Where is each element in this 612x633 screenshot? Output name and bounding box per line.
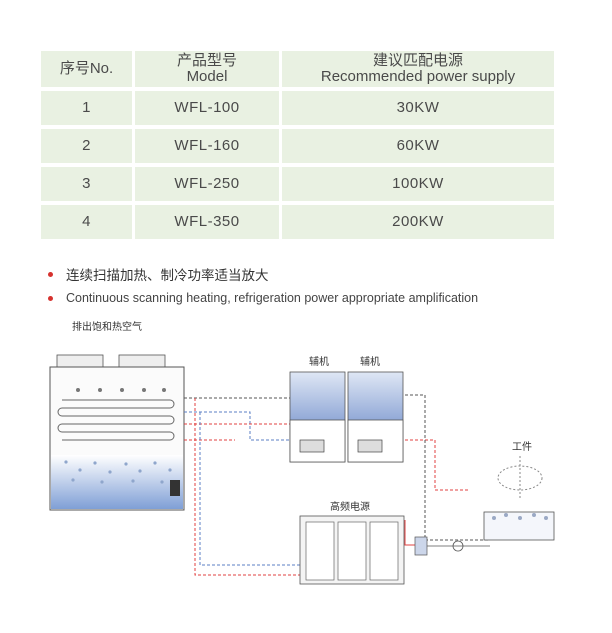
header-model-cn: 产品型号	[176, 52, 237, 70]
row-no: 3	[41, 167, 132, 201]
row-no: 4	[41, 205, 132, 239]
hf-power-label: 高频电源	[330, 500, 370, 513]
bullet-list: 连续扫描加热、制冷功率适当放大 Continuous scanning heat…	[48, 262, 478, 310]
table-row: 1 WFL-100 30KW	[41, 91, 554, 125]
cooling-system-diagram: 排出饱和热空气	[49, 320, 555, 585]
bullet-dot-icon	[48, 295, 53, 301]
bullet-text-en: Continuous scanning heating, refrigerati…	[66, 291, 479, 305]
row-model: WFL-250	[135, 167, 279, 201]
aux-label-2: 辅机	[360, 355, 380, 368]
bullet-dot-icon	[48, 271, 53, 277]
aux-tanks: 辅机 辅机	[289, 355, 404, 463]
header-model-en: Model	[186, 68, 228, 85]
row-model: WFL-100	[135, 91, 279, 125]
bullet-item-en: Continuous scanning heating, refrigerati…	[48, 286, 478, 310]
cooling-tower	[49, 354, 185, 511]
table-row: 2 WFL-160 60KW	[41, 129, 554, 163]
workpiece-label: 工件	[512, 441, 532, 453]
workpiece: 工件	[483, 441, 555, 541]
row-no: 1	[41, 91, 132, 125]
filter-and-pump	[414, 536, 490, 556]
row-model: WFL-350	[135, 205, 279, 239]
exhaust-label: 排出饱和热空气	[72, 320, 142, 333]
bullet-text-cn: 连续扫描加热、制冷功率适当放大	[66, 268, 269, 283]
table-row: 4 WFL-350 200KW	[41, 205, 554, 239]
row-no: 2	[41, 129, 132, 163]
row-power: 30KW	[282, 91, 554, 125]
row-power: 60KW	[282, 129, 554, 163]
hf-power-supply: 高频电源	[299, 500, 405, 585]
bullet-item-cn: 连续扫描加热、制冷功率适当放大	[48, 262, 478, 286]
header-power-cn: 建议匹配电源	[372, 52, 463, 70]
row-model: WFL-160	[135, 129, 279, 163]
row-power: 100KW	[282, 167, 554, 201]
header-no: 序号No.	[41, 51, 132, 87]
aux-label-1: 辅机	[309, 355, 329, 368]
row-power: 200KW	[282, 205, 554, 239]
header-power-en: Recommended power supply	[320, 68, 516, 85]
table-row: 3 WFL-250 100KW	[41, 167, 554, 201]
